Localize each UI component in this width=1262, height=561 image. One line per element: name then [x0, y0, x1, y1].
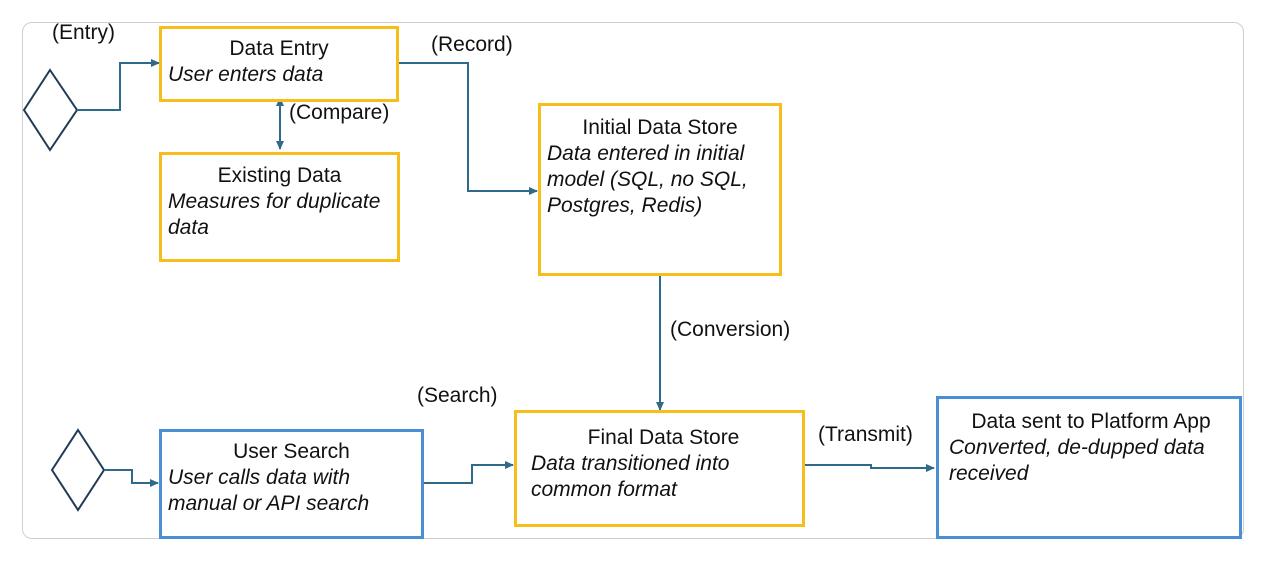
node-description: User enters data: [168, 63, 324, 86]
node-platform-app: Data sent to Platform App Converted, de-…: [936, 396, 1242, 539]
node-description: Data transitioned into common format: [531, 452, 730, 501]
node-existing-data: Existing Data Measures for duplicate dat…: [159, 152, 400, 262]
arrow-record: [398, 62, 538, 195]
label-conversion: (Conversion): [670, 318, 791, 341]
node-title: Existing Data: [217, 164, 342, 187]
node-title: Data sent to Platform App: [971, 410, 1211, 433]
node-title: Data Entry: [229, 37, 329, 60]
node-description: Converted, de-dupped data received: [949, 436, 1205, 485]
node-initial-data-store: Initial Data Store Data entered in initi…: [538, 103, 782, 276]
start-diamond-entry: [22, 68, 79, 152]
label-entry: (Entry): [52, 21, 115, 44]
node-data-entry: Data Entry User enters data: [159, 26, 399, 102]
node-description: User calls data with manual or API searc…: [168, 466, 370, 515]
label-search: (Search): [417, 384, 498, 407]
node-title: Final Data Store: [587, 426, 740, 449]
diagram-frame: [22, 22, 1244, 539]
label-compare: (Compare): [289, 101, 390, 124]
arrow-search-start: [104, 469, 159, 487]
node-description: Measures for duplicate data: [168, 190, 381, 239]
label-transmit: (Transmit): [818, 423, 913, 446]
start-diamond-search: [50, 428, 106, 512]
node-final-data-store: Final Data Store Data transitioned into …: [514, 410, 805, 527]
node-user-search: User Search User calls data with manual …: [159, 429, 424, 539]
node-title: User Search: [233, 440, 350, 463]
arrow-transmit: [804, 464, 935, 472]
node-description: Data entered in initial model (SQL, no S…: [547, 142, 748, 217]
label-record: (Record): [431, 33, 513, 56]
arrow-entry: [77, 59, 160, 111]
node-title: Initial Data Store: [582, 116, 738, 139]
arrow-search: [423, 461, 514, 484]
